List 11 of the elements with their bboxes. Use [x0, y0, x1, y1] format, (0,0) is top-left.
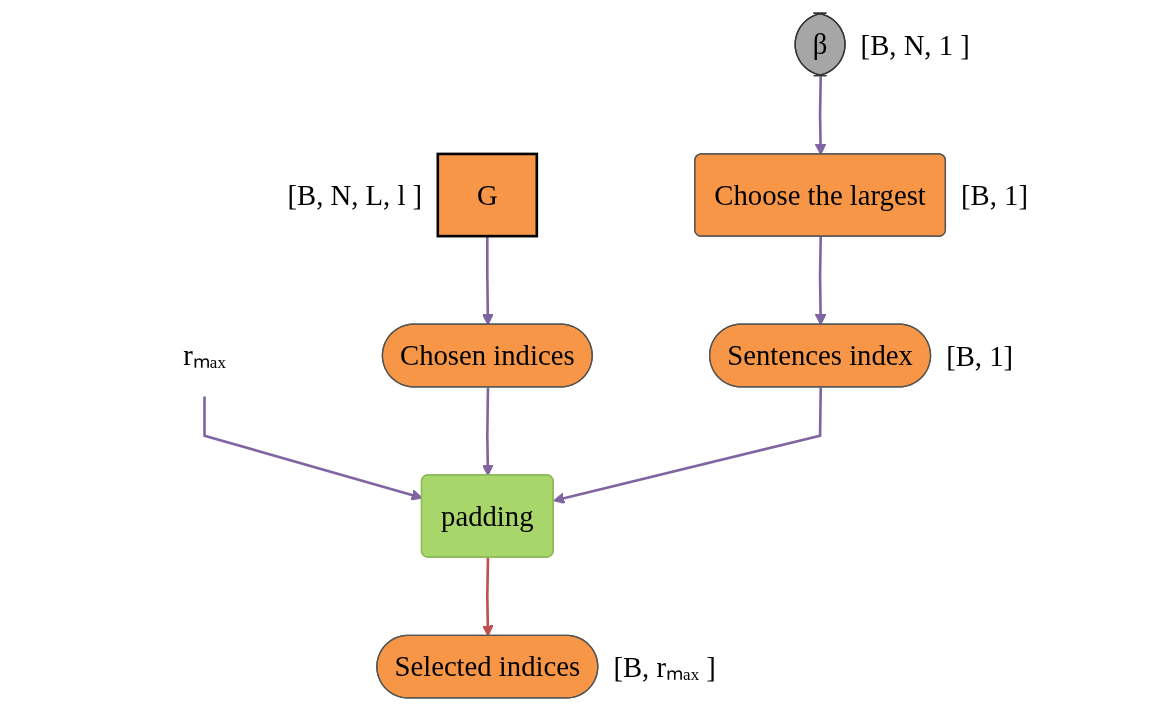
- dimension-label: [B, 1]: [961, 179, 1028, 212]
- node-box: G: [436, 152, 539, 238]
- dimension-label: [B, N, L, l ]: [287, 179, 423, 212]
- node-text: rₘₐₓ: [183, 339, 226, 372]
- dimension-label: [B, rₘₐₓ ]: [613, 651, 716, 684]
- dimension-label: [B, 1]: [946, 339, 1014, 372]
- dimension-label: [B, N, 1 ]: [860, 28, 970, 61]
- arrow: [553, 387, 823, 504]
- arrow: [814, 236, 827, 326]
- arrow: [482, 557, 494, 637]
- arrow: [482, 236, 494, 326]
